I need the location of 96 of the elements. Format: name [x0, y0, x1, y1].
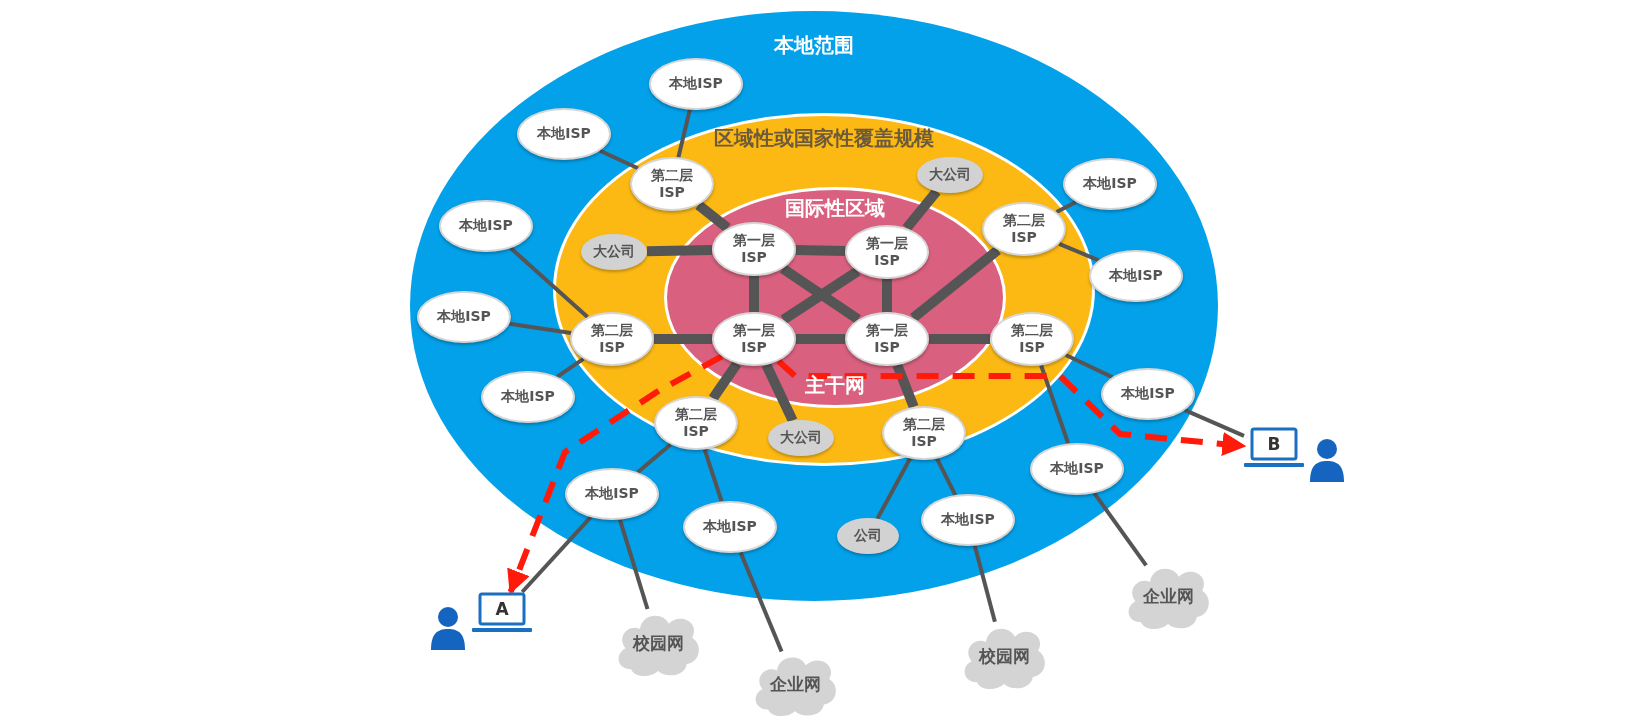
connection-line: [1064, 353, 1114, 379]
node-label: 本地ISP: [1121, 385, 1175, 403]
connection-line: [882, 279, 892, 312]
node-label: 第一层 ISP: [865, 234, 909, 270]
connection-line: [875, 457, 912, 520]
connection-line: [749, 276, 759, 312]
node-label: 大公司: [593, 243, 635, 261]
isp-ellipse: [712, 312, 796, 366]
connection-line: [902, 188, 941, 232]
connection-line: [1092, 492, 1148, 567]
node-label: 本地ISP: [669, 75, 723, 93]
isp-ellipse: [417, 291, 511, 343]
node-label: 本地ISP: [703, 518, 757, 536]
connection-line: [556, 357, 585, 379]
ring-heading: 国际性区域: [785, 195, 885, 220]
company-ellipse: [917, 157, 983, 193]
connection-line: [892, 363, 919, 409]
isp-ellipse: [882, 406, 966, 460]
connection-line: [520, 515, 593, 594]
computer-label: B: [1266, 433, 1282, 456]
computer-label: A: [494, 598, 510, 621]
connection-line: [1184, 408, 1245, 438]
isp-ellipse: [630, 157, 714, 211]
ring-heading: 区域性或国家性覆盖规模: [714, 125, 934, 150]
node-label: 第一层 ISP: [732, 231, 776, 267]
node-label: 本地ISP: [1083, 175, 1137, 193]
isp-ellipse: [1089, 250, 1183, 302]
company-ellipse: [768, 420, 834, 456]
connection-line: [702, 448, 724, 502]
connection-line: [654, 334, 712, 344]
isp-ellipse: [921, 494, 1015, 546]
node-label: 本地ISP: [1050, 460, 1104, 478]
connection-line: [1055, 200, 1077, 214]
isp-ellipse: [649, 58, 743, 110]
connection-line: [1058, 241, 1100, 263]
connection-line: [935, 457, 958, 496]
connection-line: [761, 362, 798, 423]
isp-ellipse: [570, 312, 654, 366]
connection-line: [708, 360, 742, 402]
node-label: 本地ISP: [941, 511, 995, 529]
node-label: 第二层 ISP: [902, 415, 946, 451]
company-ellipse: [581, 234, 647, 270]
node-label: 第一层 ISP: [865, 321, 909, 357]
node-label: 本地ISP: [585, 485, 639, 503]
isp-ellipse: [1030, 443, 1124, 495]
connection-line: [599, 148, 639, 170]
connection-line: [795, 244, 846, 257]
isp-ellipse: [982, 202, 1066, 256]
isp-ellipse: [845, 225, 929, 279]
connection-line: [796, 334, 845, 344]
network-label: 校园网: [632, 631, 684, 655]
ring-heading: 本地范围: [774, 33, 854, 57]
node-label: 第二层 ISP: [1002, 211, 1046, 247]
network-label: 企业网: [769, 672, 821, 696]
node-label: 本地ISP: [1109, 267, 1163, 285]
node-label: 第二层 ISP: [674, 405, 718, 441]
company-ellipse: [837, 518, 899, 554]
connection-line: [509, 246, 589, 319]
isp-ellipse: [990, 312, 1074, 366]
node-label: 第一层 ISP: [732, 321, 776, 357]
connection-line: [509, 321, 572, 335]
isp-ellipse: [845, 312, 929, 366]
route-arrow: [776, 358, 1247, 456]
node-label: 第二层 ISP: [1010, 321, 1054, 357]
connection-line: [676, 109, 692, 158]
connection-line: [929, 334, 990, 344]
route-arrow: [507, 353, 724, 595]
ring-heading: 主干网: [805, 372, 865, 397]
connection-line: [646, 244, 713, 257]
node-label: 本地ISP: [501, 388, 555, 406]
isp-ellipse: [683, 501, 777, 553]
node-label: 第二层 ISP: [650, 166, 694, 202]
isp-ellipse: [565, 468, 659, 520]
connection-line: [738, 551, 784, 653]
isp-ellipse: [439, 200, 533, 252]
node-label: 本地ISP: [437, 308, 491, 326]
network-label: 校园网: [978, 644, 1030, 668]
connection-line: [695, 201, 731, 232]
connection-line: [618, 519, 650, 610]
isp-ellipse: [654, 396, 738, 450]
network-label: 企业网: [1142, 584, 1194, 608]
isp-ellipse: [1101, 368, 1195, 420]
connection-line: [910, 246, 1001, 322]
node-label: 本地ISP: [537, 125, 591, 143]
isp-ellipse: [517, 108, 611, 160]
node-label: 大公司: [929, 166, 971, 184]
connection-line: [636, 442, 672, 474]
node-label: 大公司: [780, 429, 822, 447]
node-label: 本地ISP: [459, 217, 513, 235]
isp-ellipse: [712, 222, 796, 276]
isp-ellipse: [481, 371, 575, 423]
node-label: 公司: [854, 527, 882, 545]
connection-line: [1039, 364, 1071, 445]
node-label: 第二层 ISP: [590, 321, 634, 357]
connection-line: [972, 545, 997, 623]
isp-ellipse: [1063, 158, 1157, 210]
